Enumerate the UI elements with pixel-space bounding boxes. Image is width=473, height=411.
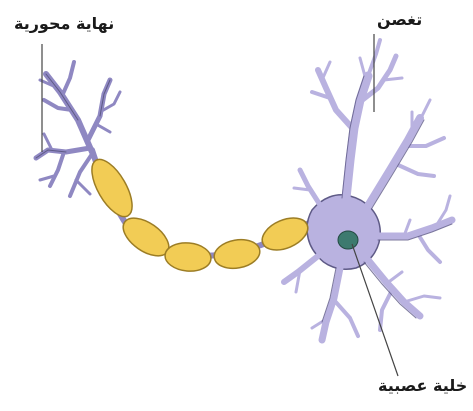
axon-terminal-label: نهاية محورية — [14, 14, 114, 33]
myelin-segment — [164, 241, 212, 273]
nerve-cell-label: خلية عصبية — [378, 376, 467, 395]
dendrite-label: تغصن — [377, 10, 422, 29]
nucleus — [338, 231, 358, 249]
myelin-segment — [84, 153, 140, 222]
myelin-segment — [212, 236, 262, 272]
myelin-segment — [257, 212, 312, 257]
dendrites — [284, 40, 452, 340]
myelin-sheath — [84, 153, 313, 273]
